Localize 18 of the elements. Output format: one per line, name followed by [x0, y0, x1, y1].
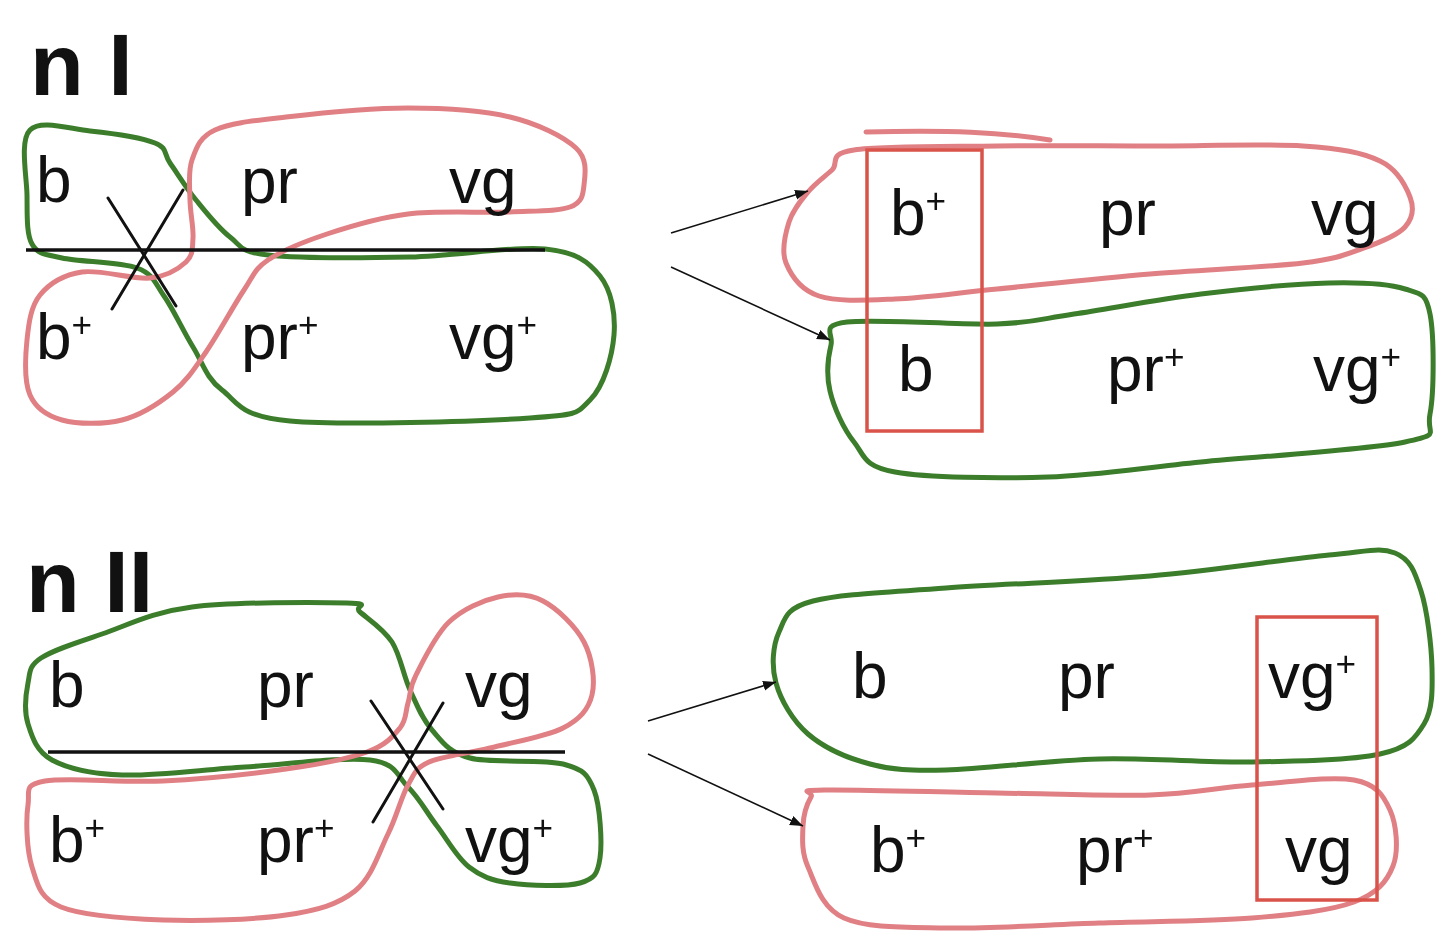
- chromosome-outline: [781, 128, 1415, 302]
- arrow: [647, 681, 777, 722]
- arrow: [670, 266, 831, 341]
- allele-label: b$^{+}$: [870, 817, 927, 882]
- section-heading: n I: [30, 20, 133, 109]
- arrow: [647, 753, 804, 827]
- chromosome-outline: [770, 547, 1434, 773]
- allele-label: b: [49, 652, 85, 717]
- chromosome-outline: [800, 776, 1399, 931]
- allele-label: b: [36, 147, 72, 212]
- allele-label: b$^{+}$: [36, 304, 93, 369]
- allele-label: b$^{+}$: [890, 180, 947, 245]
- chromosome-outline: [825, 280, 1436, 480]
- arrow: [670, 190, 809, 234]
- allele-label: b$^{+}$: [49, 807, 106, 872]
- allele-label: b: [898, 336, 934, 401]
- allele-label: b: [852, 643, 888, 708]
- section-heading: n II: [26, 537, 154, 626]
